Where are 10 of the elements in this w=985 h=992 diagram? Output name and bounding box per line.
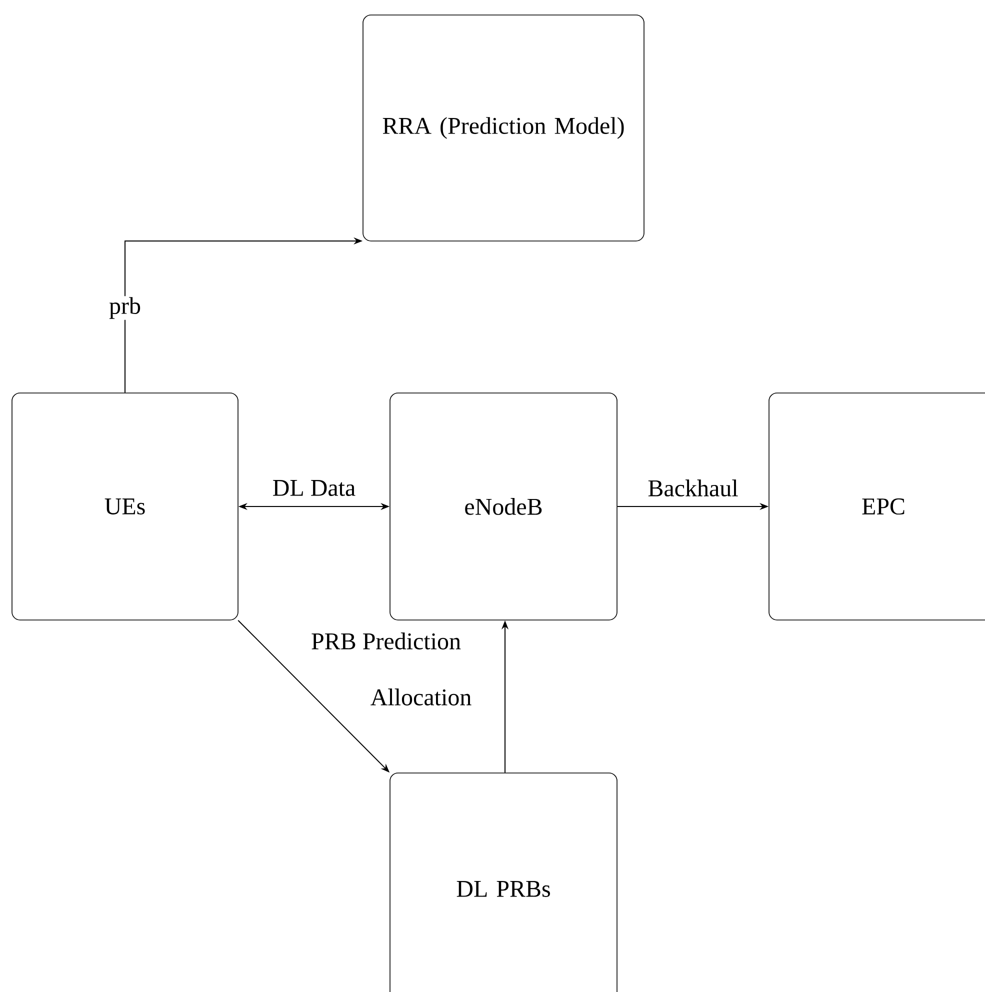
- process-box: DL PRBs: [390, 772, 618, 992]
- edge-label: Allocation: [369, 688, 473, 706]
- edge-label: DL Data: [271, 479, 357, 497]
- process-box: RRA (Prediction Model): [362, 14, 644, 242]
- edge-label: prb: [108, 296, 142, 320]
- process-box: UEs: [12, 392, 238, 620]
- process-box: eNodeB: [390, 392, 618, 620]
- edge-label: PRB Prediction: [310, 632, 462, 650]
- edge-label: Backhaul: [646, 478, 740, 498]
- process-box: EPC: [768, 392, 985, 620]
